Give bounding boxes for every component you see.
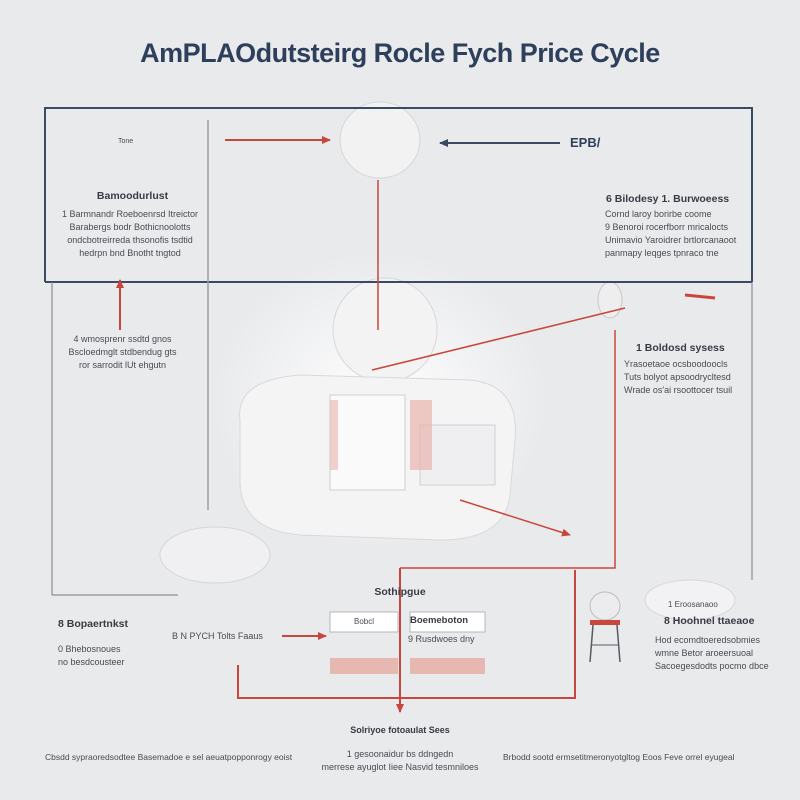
top-frame: [44, 107, 753, 282]
mid-right-text: Yrasoetaoe ocsboodoocls Tuts bolyot apso…: [624, 359, 733, 395]
box-right-label: Boemeboton: [410, 615, 469, 626]
box-right: [409, 611, 486, 633]
diagram-title: AmPLAOdutsteirg Rocle Fych Price Cycle: [140, 38, 660, 68]
diagonal-line: [371, 307, 626, 371]
center-bottom-heading: Sothipgue: [374, 586, 426, 598]
top-right-text: Cornd laroy borirbe coome 9 Benoroi roce…: [605, 209, 737, 258]
bottom-left-text: 0 Bhebosnoues no besdcousteer: [58, 644, 125, 667]
top-right-heading: 6 Bilodesy 1. Burwoeess: [606, 193, 730, 205]
hatch-accent-2: [330, 400, 338, 470]
bottom-right-tag: 1 Eroosanaoo: [668, 600, 718, 609]
top-globe: [339, 101, 421, 179]
flow-label: B N PYCH Tolts Faaus: [172, 631, 263, 641]
top-right-tag: EPB/: [570, 135, 601, 150]
box-right-sub: 9 Rusdwoes dny: [408, 634, 475, 644]
footer-left-text: Cbsdd sypraoredsodtee Basemadoe e sel ae…: [45, 752, 293, 762]
lower-right-cloud: [644, 579, 736, 621]
box-left-hatch: [330, 658, 398, 674]
stool-top: [590, 620, 620, 625]
center-side-box: [419, 424, 496, 486]
lower-left-ball: [159, 526, 271, 584]
footer-center-heading: Solriyoe fotoaulat Sees: [350, 725, 450, 735]
bottom-loop: [237, 570, 576, 699]
bottom-right-heading: 8 Hoohnel ttaeaoe: [664, 615, 755, 627]
right-loop: [400, 330, 616, 569]
lower-diagonal-arrow: [459, 499, 571, 537]
mid-right-heading: 1 Boldosd sysess: [636, 342, 725, 354]
right-pod: [597, 281, 623, 319]
box-right-hatch: [410, 658, 485, 674]
mid-left-text: 4 wmosprenr ssdtd gnos Bscloedmglt stdbe…: [68, 334, 177, 370]
box-left-label: Bobcl: [353, 617, 374, 626]
top-left-text: 1 Barmnandr Roeboenrsd Itreictor Baraber…: [61, 209, 199, 258]
stool-seat: [589, 591, 621, 621]
footer-right-text: Brbodd sootd ermsetitmeronyotgltog Eoos …: [503, 752, 735, 762]
stool-leg-2: [616, 624, 621, 663]
hatch-accent-1: [410, 400, 432, 470]
bottom-left-heading: 8 Bopaertnkst: [58, 618, 129, 630]
right-small-arrow: [684, 293, 716, 300]
top-left-tag: Tone: [118, 138, 134, 145]
footer-center-text: 1 gesoonaidur bs ddngedn merrese ayuglot…: [321, 749, 479, 772]
stool-leg-1: [589, 624, 594, 663]
box-left: [329, 611, 399, 633]
top-left-heading: Bamoodurlust: [96, 190, 169, 202]
bottom-right-text: Hod ecomdtoeredsobmies wmne Betor aroeer…: [655, 635, 769, 671]
center-cube: [329, 394, 406, 491]
